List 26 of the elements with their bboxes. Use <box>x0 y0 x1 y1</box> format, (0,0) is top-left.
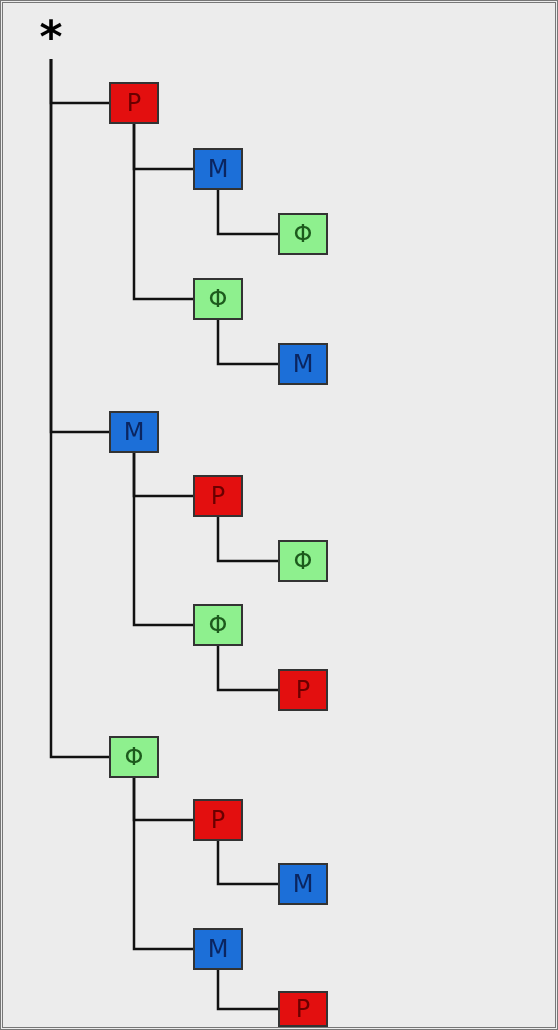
root-symbol: * <box>33 17 69 57</box>
letter-box: Φ <box>278 213 328 255</box>
letter-box: P <box>193 799 243 841</box>
tree-connector <box>216 970 278 1011</box>
tree-connector <box>132 778 193 951</box>
letter-box: M <box>193 148 243 190</box>
letter-box: P <box>278 991 328 1027</box>
tree-connector <box>49 59 109 759</box>
letter-box: M <box>193 928 243 970</box>
tree-connector <box>132 124 193 301</box>
tree-connector <box>216 190 278 236</box>
letter-box: Φ <box>278 540 328 582</box>
letter-box: M <box>278 863 328 905</box>
letter-box: Φ <box>193 278 243 320</box>
tree-connector <box>216 517 278 563</box>
letter-box: P <box>109 82 159 124</box>
letter-box: M <box>109 411 159 453</box>
letter-box: Φ <box>109 736 159 778</box>
letter-box: P <box>193 475 243 517</box>
tree-connector <box>216 646 278 692</box>
tree-connector <box>216 841 278 886</box>
letter-box: M <box>278 343 328 385</box>
tree-connector <box>132 453 193 627</box>
tree-connector <box>216 320 278 366</box>
letter-box: Φ <box>193 604 243 646</box>
letter-box: P <box>278 669 328 711</box>
